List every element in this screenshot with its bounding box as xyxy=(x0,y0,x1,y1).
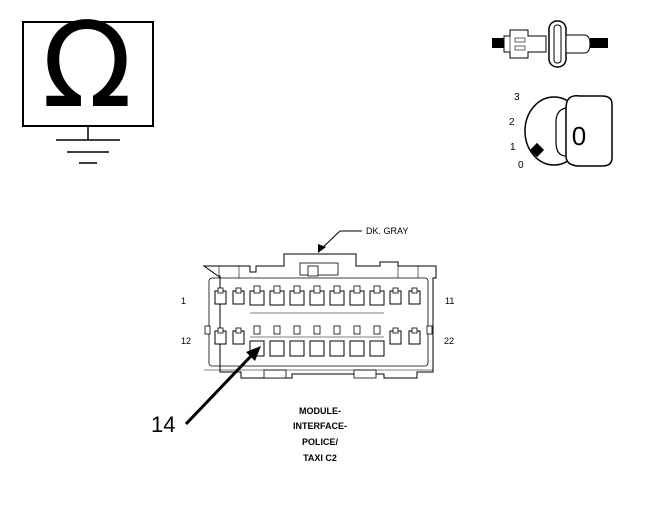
cavity-8 xyxy=(349,285,365,306)
key-position-0: 0 xyxy=(518,160,524,171)
cavity-21 xyxy=(389,327,402,345)
cavity-1 xyxy=(214,287,227,305)
wire-color-callout: DK. GRAY xyxy=(318,226,408,253)
pin-label-12: 12 xyxy=(181,336,191,346)
cavity-row-bottom xyxy=(214,325,421,357)
fuse-icon xyxy=(492,20,608,68)
callout-arrow xyxy=(184,346,261,426)
cavity-18 xyxy=(329,325,345,357)
cavity-13 xyxy=(232,327,245,345)
cavity-15 xyxy=(269,325,285,357)
key-position-3: 3 xyxy=(514,92,520,103)
callout-number: 14 xyxy=(151,412,175,437)
cavity-2 xyxy=(232,287,245,305)
cavity-12 xyxy=(214,327,227,345)
cavity-4 xyxy=(269,285,285,306)
key-cylinder-zero: 0 xyxy=(572,121,586,151)
key-position-1: 1 xyxy=(510,142,516,153)
cavity-19 xyxy=(349,325,365,357)
pin-label-1: 1 xyxy=(181,296,186,306)
ohmmeter-icon: Ω xyxy=(22,0,154,164)
connector-name-line-4: TAXI C2 xyxy=(303,453,337,463)
ignition-key-icon: 0 3 2 1 0 xyxy=(509,92,613,171)
cavity-11 xyxy=(408,287,421,305)
wire-color-label: DK. GRAY xyxy=(366,226,408,236)
cavity-7 xyxy=(329,285,345,306)
cavity-17 xyxy=(309,325,325,357)
connector-face xyxy=(202,253,437,379)
cavity-16 xyxy=(289,325,305,357)
cavity-6 xyxy=(309,285,325,306)
cavity-row-top xyxy=(214,285,421,314)
cavity-9 xyxy=(369,285,385,306)
cavity-10 xyxy=(389,287,402,305)
connector-name-line-3: POLICE/ xyxy=(302,437,339,447)
key-position-2: 2 xyxy=(509,117,515,128)
cavity-22 xyxy=(408,327,421,345)
connector-name-line-2: INTERFACE- xyxy=(293,421,347,431)
connector-name: MODULE- INTERFACE- POLICE/ TAXI C2 xyxy=(293,406,347,463)
connector-name-line-1: MODULE- xyxy=(299,406,341,416)
cavity-20 xyxy=(369,325,385,357)
pin-label-22: 22 xyxy=(444,336,454,346)
ohm-glyph: Ω xyxy=(42,0,132,134)
pin-label-11: 11 xyxy=(445,296,454,306)
cavity-5 xyxy=(289,285,305,306)
cavity-3 xyxy=(249,285,265,306)
